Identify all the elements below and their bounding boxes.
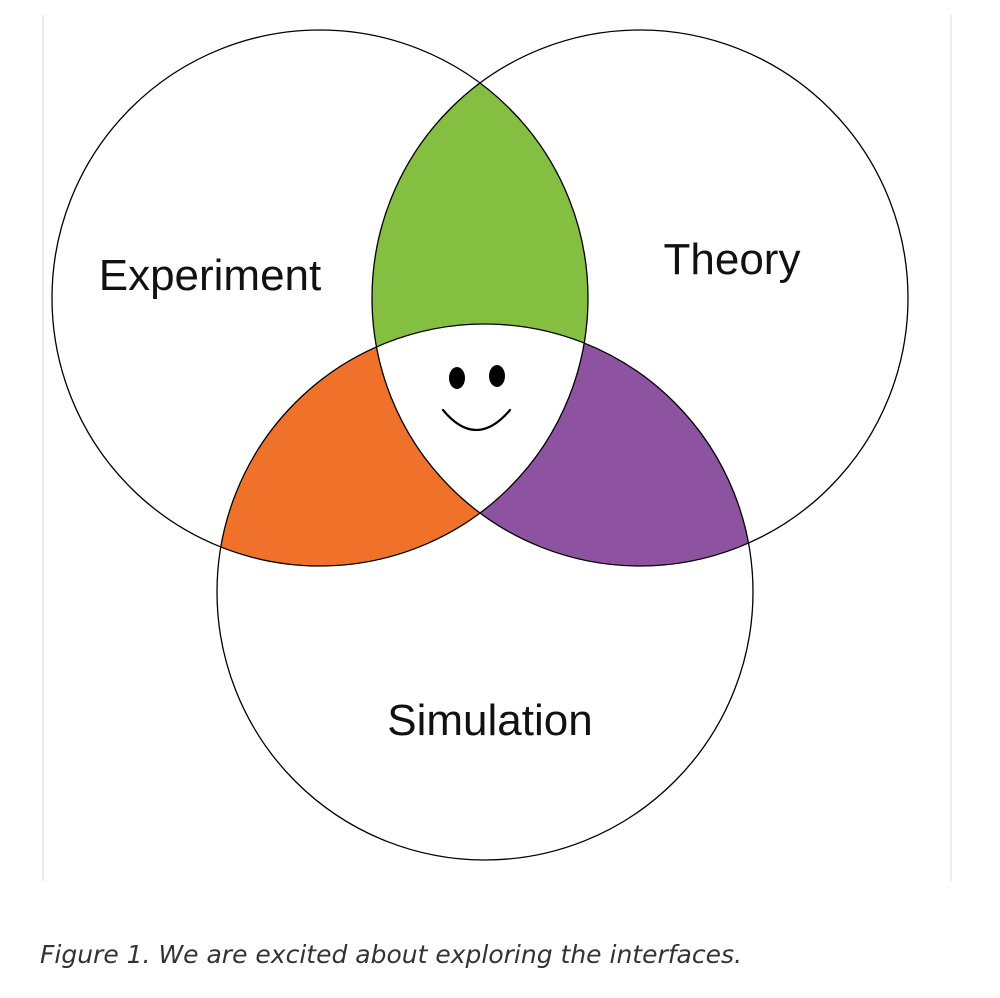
intersection-experiment-simulation — [217, 324, 588, 566]
theory-label: Theory — [664, 235, 801, 284]
simulation-label: Simulation — [387, 696, 592, 745]
smiley-face-icon — [441, 365, 512, 432]
smiley-right-eye — [489, 365, 505, 387]
experiment-circle — [51, 29, 589, 567]
smiley-mouth — [441, 408, 512, 432]
experiment-label: Experiment — [99, 251, 322, 300]
figure-frame — [42, 15, 952, 881]
figure-caption: Figure 1. We are excited about exploring… — [40, 940, 742, 969]
simulation-circle — [216, 323, 754, 861]
smiley-left-eye — [449, 367, 465, 389]
intersection-theory-simulation — [372, 324, 753, 566]
theory-circle — [371, 29, 909, 567]
